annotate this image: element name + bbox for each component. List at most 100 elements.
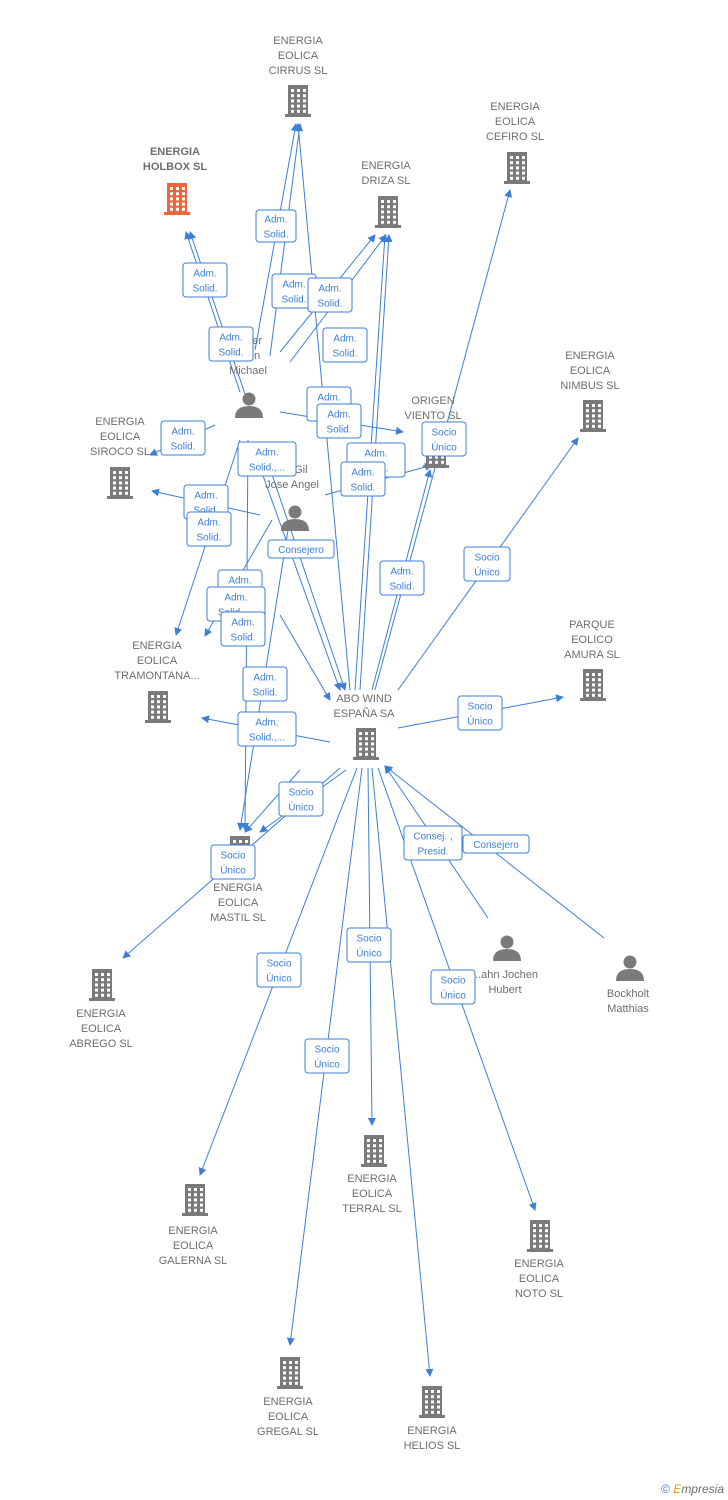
node-label-line: EOLICA xyxy=(218,897,259,909)
node-label-line: ABO WIND xyxy=(336,693,392,705)
edge-label-box[interactable]: Adm.Solid. xyxy=(183,484,229,520)
edge-label-box[interactable]: Adm.Solid. xyxy=(186,511,232,547)
node-label-line: ENERGIA xyxy=(95,416,145,428)
edge-label-text: Solid. xyxy=(326,425,351,436)
edge-label-text: Adm. xyxy=(351,468,374,479)
edge-label-text: Socio xyxy=(431,428,456,439)
edge-label-text: Socio xyxy=(220,851,245,862)
edge-label-text: Adm. xyxy=(317,393,340,404)
node-label-line: ENERGIA xyxy=(273,35,323,47)
edge-label-box[interactable]: Adm.Solid. xyxy=(379,560,425,596)
node-label-line: Matthias xyxy=(607,1003,649,1015)
node-label-line: TRAMONTANA... xyxy=(114,670,199,682)
edge-label-box[interactable]: Adm.Solid. xyxy=(208,326,254,362)
edge-label-text: Adm. xyxy=(171,427,194,438)
node-label-line: ENERGIA xyxy=(76,1008,126,1020)
edge-label-text: Solid.,... xyxy=(249,733,285,744)
edge-label-text: Consejero xyxy=(473,840,519,851)
edge-label-text: Adm. xyxy=(390,567,413,578)
edge-label-text: Adm. xyxy=(282,280,305,291)
edge-label-text: Único xyxy=(474,566,500,579)
edge-label-text: Presid. xyxy=(417,847,448,858)
edge-label-box[interactable]: Adm.Solid. xyxy=(182,262,228,298)
node-label-line: ENERGIA xyxy=(132,640,182,652)
edge-line xyxy=(244,769,301,833)
edge-label-box[interactable]: Adm.Solid.,... xyxy=(237,441,297,477)
edge-label-text: Único xyxy=(288,801,314,814)
node-label-line: EOLICA xyxy=(100,431,141,443)
edge-label-text: Adm. xyxy=(228,576,251,587)
building-icon xyxy=(375,196,401,228)
edge-label-box[interactable]: Adm.Solid. xyxy=(340,461,386,497)
edge-label-text: Solid. xyxy=(281,295,306,306)
edge-label-box[interactable]: Consejero xyxy=(462,834,530,854)
edge-label-box[interactable]: Consej. , Presid. xyxy=(403,825,463,861)
node-label-line: ENERGIA xyxy=(361,160,411,172)
edge-label-box[interactable]: Adm.Solid. xyxy=(220,611,266,647)
node-label-line: ENERGIA xyxy=(514,1258,564,1270)
node-label-line: MASTIL SL xyxy=(210,912,266,924)
edge-label-box[interactable]: Consejero xyxy=(267,539,335,559)
person-icon xyxy=(281,505,309,531)
edge-label-text: Adm. xyxy=(333,334,356,345)
edge-label-box[interactable]: Adm.Solid. xyxy=(255,209,297,243)
building-icon xyxy=(353,728,379,760)
node-label-line: ABREGO SL xyxy=(69,1038,133,1050)
node-label-line: EOLICA xyxy=(519,1273,560,1285)
edge-label-text: Adm. xyxy=(318,284,341,295)
edge-label-box[interactable]: Adm.Solid. xyxy=(316,403,362,439)
edge-label-text: Único xyxy=(467,715,493,728)
building-icon xyxy=(164,183,190,215)
edge-label-box[interactable]: Adm.Solid.,... xyxy=(237,711,297,747)
edge-label-text: Solid. xyxy=(230,633,255,644)
node-label-line: ORIGEN xyxy=(411,395,454,407)
edge-label-box[interactable]: Adm.Solid. xyxy=(242,666,288,702)
edge-label-box[interactable]: Adm.Solid. xyxy=(307,277,353,313)
edge-label-box[interactable]: Adm. Solid. xyxy=(271,273,317,309)
edge-label-text: Consej. , xyxy=(413,832,452,843)
node-label-line: EOLICA xyxy=(495,116,536,128)
edge-label-text: Adm. xyxy=(197,518,220,529)
node-label-line: NIMBUS SL xyxy=(560,380,619,392)
building-icon xyxy=(145,691,171,723)
node-label-line: CIRRUS SL xyxy=(269,65,328,77)
edge-line xyxy=(371,767,434,1377)
edge-label-text: Único xyxy=(220,864,246,877)
edge-label-text: Solid. xyxy=(218,348,243,359)
edge-label-box[interactable]: Adm.Solid. xyxy=(160,420,206,456)
node-label-line: EOLICA xyxy=(137,655,178,667)
edge-label-text: Único xyxy=(266,972,292,985)
node-label-line: Hubert xyxy=(488,984,521,996)
edge-label-box[interactable]: Adm.Solid. xyxy=(322,327,368,363)
node-label-line: Jose Angel xyxy=(265,479,319,491)
building-icon xyxy=(107,467,133,499)
edge-label-text: Solid. xyxy=(263,230,288,241)
company-node-tramontana[interactable]: ENERGIA EOLICA TRAMONTANA... xyxy=(114,640,200,723)
